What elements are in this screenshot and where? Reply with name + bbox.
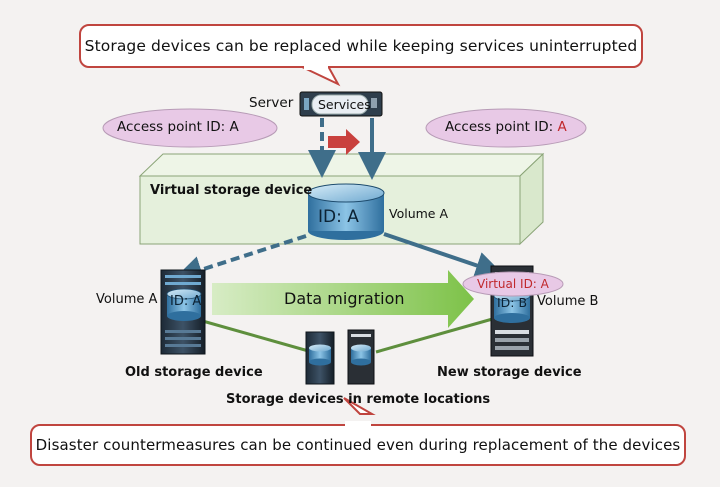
new-to-remote-line	[375, 316, 497, 354]
bottom-tail-joint	[345, 421, 371, 427]
access-point-right-prefix: Access point ID:	[445, 119, 558, 135]
top-callout: Storage devices can be replaced while ke…	[79, 24, 643, 68]
old-volume-label: Volume A	[96, 292, 158, 307]
old-device-label: Old storage device	[125, 365, 263, 380]
new-volume-label: Volume B	[537, 294, 599, 309]
new-virtual-id: Virtual ID: A	[477, 277, 549, 291]
virtual-volume-id: ID: A	[318, 207, 359, 227]
remote-storage-label: Storage devices in remote locations	[226, 392, 491, 407]
old-storage-rack-icon	[160, 269, 206, 355]
bottom-callout-tail	[343, 397, 376, 415]
top-callout-text: Storage devices can be replaced while ke…	[84, 37, 638, 55]
access-point-right-ellipse	[425, 108, 587, 148]
remote-storage-icon-left	[305, 331, 335, 385]
virtual-to-new-arrow	[383, 232, 504, 279]
top-tail-joint	[304, 64, 328, 70]
virtual-volume-label: Volume A	[389, 206, 449, 221]
server-icon	[299, 91, 383, 117]
server-label: Server	[249, 95, 294, 111]
data-migration-label: Data migration	[284, 289, 405, 308]
access-point-right-label: Access point ID: A	[445, 119, 567, 135]
access-point-left-label: Access point ID: A	[117, 119, 239, 135]
bottom-callout-text: Disaster countermeasures can be continue…	[35, 436, 681, 454]
virtual-to-old-arrow	[174, 234, 307, 284]
services-label: Services	[318, 97, 371, 112]
switch-arrow	[328, 129, 360, 155]
virtual-id-ellipse	[462, 271, 564, 297]
access-point-left-ellipse	[102, 108, 278, 148]
virtual-volume-cylinder	[307, 183, 385, 240]
old-volume-id: ID: A	[170, 294, 202, 309]
access-point-right-id: A	[557, 119, 567, 135]
virtual-storage-label: Virtual storage device	[150, 183, 313, 198]
new-device-label: New storage device	[437, 365, 582, 380]
bottom-callout: Disaster countermeasures can be continue…	[30, 424, 686, 466]
remote-storage-icon-right	[347, 329, 375, 385]
old-to-remote-line	[191, 316, 313, 354]
new-volume-id: ID: B	[497, 295, 528, 310]
data-migration-arrow	[212, 270, 474, 328]
